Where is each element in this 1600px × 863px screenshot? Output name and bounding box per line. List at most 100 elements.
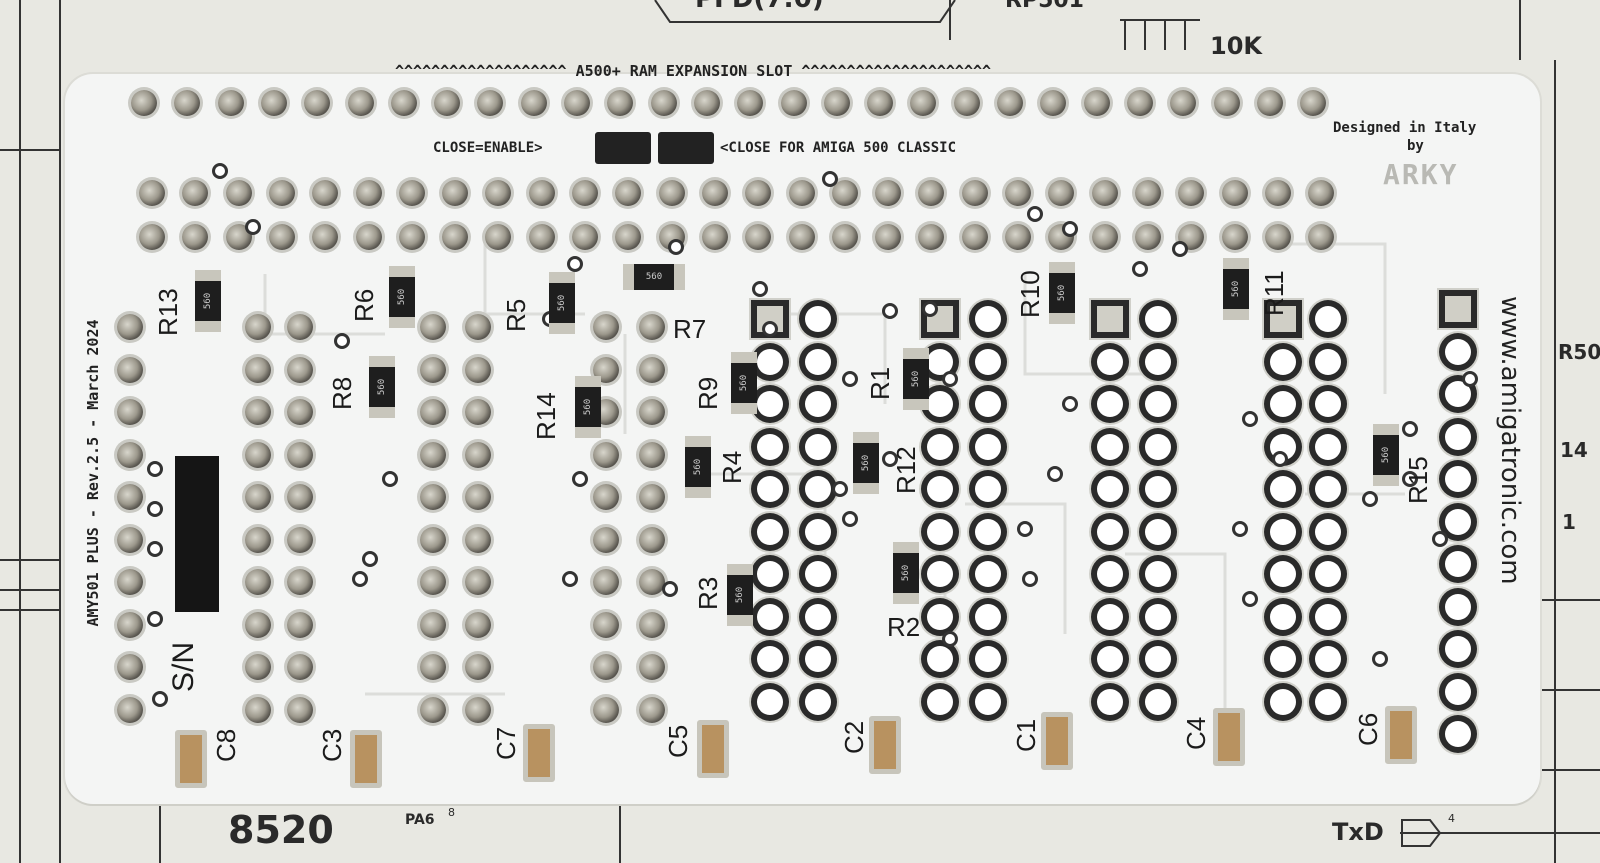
column-pad: [117, 696, 143, 723]
dip-pad: [639, 484, 665, 510]
header-pad: [268, 224, 295, 250]
header-pad: [1308, 224, 1335, 250]
edge-pad: [953, 90, 980, 116]
dip-pad: [245, 526, 271, 553]
dip-pad: [245, 399, 271, 425]
dip-pad: [245, 314, 271, 340]
header-pad: [1134, 180, 1161, 206]
header-pad: [1005, 180, 1031, 206]
ref-label-r8: R8: [327, 376, 357, 410]
resistor-r10: 560: [1049, 262, 1075, 324]
header-pad: [1264, 180, 1291, 206]
header-pad: [312, 180, 339, 206]
header-pad: [225, 224, 252, 250]
dip-pad: [287, 569, 313, 595]
socket-hole: [1145, 306, 1171, 332]
capacitor-c5: [697, 720, 729, 778]
dip-pad: [639, 314, 665, 340]
resistor-r2: 560: [893, 542, 919, 604]
bg-txd-label: TxD: [1332, 818, 1384, 846]
header-pad: [1264, 224, 1291, 250]
resistor-r5: 560: [549, 272, 575, 334]
socket-hole: [1315, 306, 1341, 332]
socket-hole: [927, 603, 953, 630]
dip-pad: [245, 654, 271, 680]
dip-pad: [420, 441, 446, 468]
header-pad: [398, 180, 425, 206]
socket-hole: [1097, 518, 1123, 545]
via: [337, 336, 347, 346]
socket-hole: [1445, 466, 1471, 492]
socket-hole: [1270, 518, 1296, 545]
via: [365, 554, 375, 564]
via: [1235, 524, 1245, 534]
socket-hole: [927, 518, 953, 545]
header-pad: [442, 224, 469, 250]
resistor-code: 560: [637, 271, 671, 283]
socket-hole: [927, 646, 953, 672]
via: [1030, 209, 1040, 219]
header-pad: [701, 224, 728, 250]
bg-14-label: 14: [1560, 438, 1588, 462]
edge-pad: [1213, 90, 1240, 116]
socket-hole: [1445, 551, 1471, 577]
header-pad: [745, 224, 772, 250]
dip-pad: [593, 569, 619, 595]
header-pad: [572, 224, 598, 250]
edge-pad: [390, 90, 417, 116]
via: [845, 514, 855, 524]
dip-pad: [593, 441, 619, 468]
jumper-classic[interactable]: [658, 132, 714, 164]
jumper-enable[interactable]: [595, 132, 651, 164]
dip-pad: [465, 611, 491, 638]
header-pad: [1091, 180, 1118, 206]
bg-rp-label: RP501: [1005, 0, 1084, 13]
via: [835, 484, 845, 494]
bg-pa6-label: PA6: [405, 812, 435, 828]
resistor-code: 560: [1380, 438, 1392, 472]
resistor-code: 560: [202, 284, 214, 318]
ref-label-r4: R4: [717, 450, 747, 484]
via: [765, 324, 775, 334]
header-pad: [139, 224, 165, 250]
resistor-code: 560: [582, 390, 594, 424]
socket-hole: [975, 518, 1001, 545]
capacitor-c8: [175, 730, 207, 788]
edge-pad: [1126, 90, 1153, 116]
edge-pad: [693, 90, 720, 116]
header-pad: [182, 180, 209, 206]
socket-hole: [1445, 636, 1471, 662]
dip-pad: [287, 696, 313, 723]
edge-pad: [477, 90, 504, 116]
via: [150, 544, 160, 554]
via: [825, 174, 835, 184]
resistor-code: 560: [738, 366, 750, 400]
ref-label-r3: R3: [693, 576, 723, 610]
edge-pad: [520, 90, 547, 116]
ref-label-r1: R1: [865, 366, 895, 400]
header-pad: [355, 180, 382, 206]
capacitor-c4: [1213, 708, 1245, 766]
dip-pad: [639, 526, 665, 553]
socket-hole: [1315, 518, 1341, 545]
via: [150, 464, 160, 474]
header-pad: [918, 180, 945, 206]
header-pad: [961, 180, 988, 206]
via: [665, 584, 675, 594]
via: [575, 474, 585, 484]
header-pad: [875, 224, 902, 250]
socket-hole: [1270, 688, 1296, 715]
via: [1405, 474, 1415, 484]
socket-hole: [1445, 508, 1471, 535]
via: [1050, 469, 1060, 479]
socket-hole: [1097, 603, 1123, 630]
socket-hole: [757, 688, 783, 715]
header-pad: [485, 180, 512, 206]
dip-pad: [287, 314, 313, 340]
via: [925, 304, 935, 314]
resistor-code: 560: [1056, 276, 1068, 310]
serial-number-block: [175, 456, 219, 612]
dip-pad: [465, 654, 491, 680]
header-pad: [182, 224, 209, 250]
header-pad: [658, 180, 685, 206]
